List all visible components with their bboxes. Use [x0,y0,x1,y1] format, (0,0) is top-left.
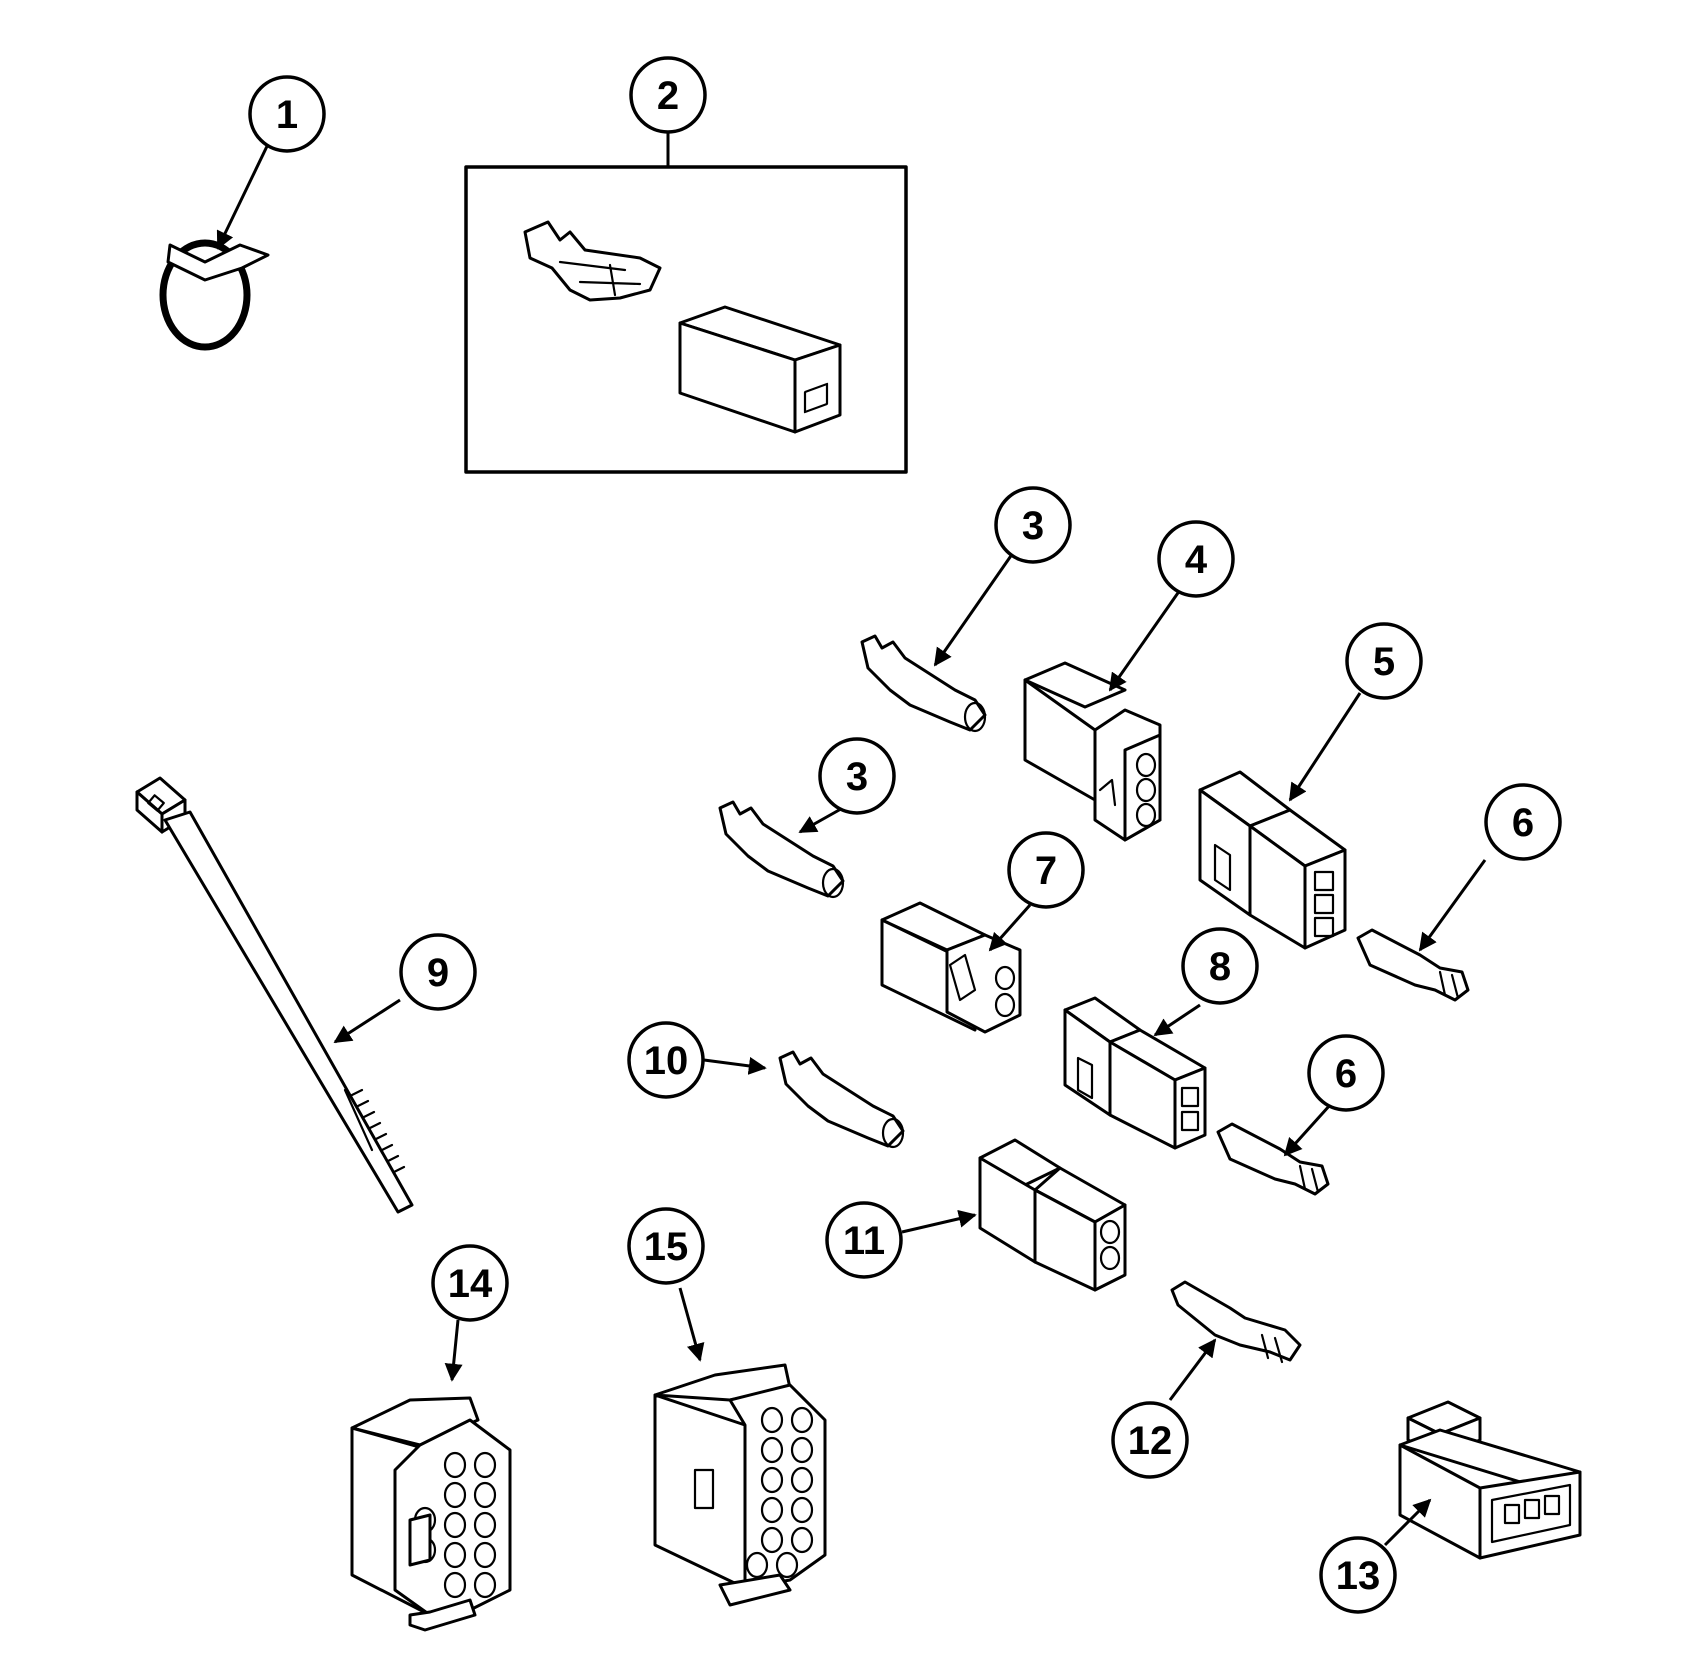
part-3a-terminal [860,634,987,733]
callout-6b-label: 6 [1335,1052,1357,1096]
part-8-plug-housing [1063,996,1207,1150]
leader-12 [1168,1338,1217,1401]
leader-4 [1108,589,1182,692]
callout-13: 13 [1319,1536,1397,1614]
part-12-pin-terminal [1170,1280,1302,1364]
callout-14-label: 14 [448,1262,493,1306]
part-14-connector-housing [350,1396,512,1632]
callout-1-label: 1 [276,93,298,137]
callout-3b: 3 [818,737,896,815]
callout-3a: 3 [994,486,1072,564]
leader-6b [1283,1103,1332,1157]
part-11-connector-housing [978,1138,1127,1292]
leader-5 [1288,692,1362,802]
callout-3b-label: 3 [846,755,868,799]
part-6b-terminal [1216,1122,1330,1196]
callout-11: 11 [825,1201,903,1279]
callout-7: 7 [1007,831,1085,909]
leader-7 [988,904,1032,952]
callout-14: 14 [431,1244,509,1322]
callout-13-label: 13 [1336,1554,1381,1598]
callout-6a: 6 [1484,783,1562,861]
leader-3a [933,549,1017,667]
callout-5-label: 5 [1373,640,1395,684]
callout-8-label: 8 [1209,945,1231,989]
leader-9 [333,998,401,1044]
leader-15 [678,1287,705,1362]
part-13-connector-housing [1398,1400,1582,1560]
callout-11-label: 11 [843,1219,885,1263]
leader-10 [703,1056,767,1075]
part-4-connector-housing [1023,661,1162,842]
callout-4: 4 [1157,520,1235,598]
callout-10: 10 [627,1021,705,1099]
part-10-terminal [778,1050,905,1149]
part-3b-terminal [718,800,845,899]
part-1-wire-clamp [159,239,270,351]
callout-7-label: 7 [1035,849,1057,893]
callout-4-label: 4 [1185,538,1208,582]
part-7-connector-housing [880,901,1022,1034]
leader-14 [444,1319,463,1382]
leader-11 [901,1209,977,1234]
callout-10-label: 10 [644,1039,689,1083]
leader-6a [1418,859,1487,952]
callout-15-label: 15 [644,1225,689,1269]
part-2-terminal-kit [464,165,908,474]
callout-5: 5 [1345,622,1423,700]
callout-1: 1 [248,75,326,153]
callout-8: 8 [1181,927,1259,1005]
callout-6a-label: 6 [1512,801,1534,845]
callout-9: 9 [399,933,477,1011]
callout-9-label: 9 [427,951,449,995]
callout-2-label: 2 [657,74,679,118]
callout-12-label: 12 [1128,1419,1173,1463]
callout-2: 2 [629,56,707,134]
leader-8 [1153,1003,1201,1037]
leader-13 [1383,1498,1432,1547]
callout-15: 15 [627,1207,705,1285]
part-15-connector-housing [653,1363,827,1607]
leader-1 [216,139,272,250]
part-5-plug-housing [1198,770,1347,950]
part-9-cable-tie [135,776,414,1214]
callout-3a-label: 3 [1022,504,1044,548]
callout-12: 12 [1111,1401,1189,1479]
part-6a-terminal [1356,928,1470,1002]
callout-6b: 6 [1307,1034,1385,1112]
